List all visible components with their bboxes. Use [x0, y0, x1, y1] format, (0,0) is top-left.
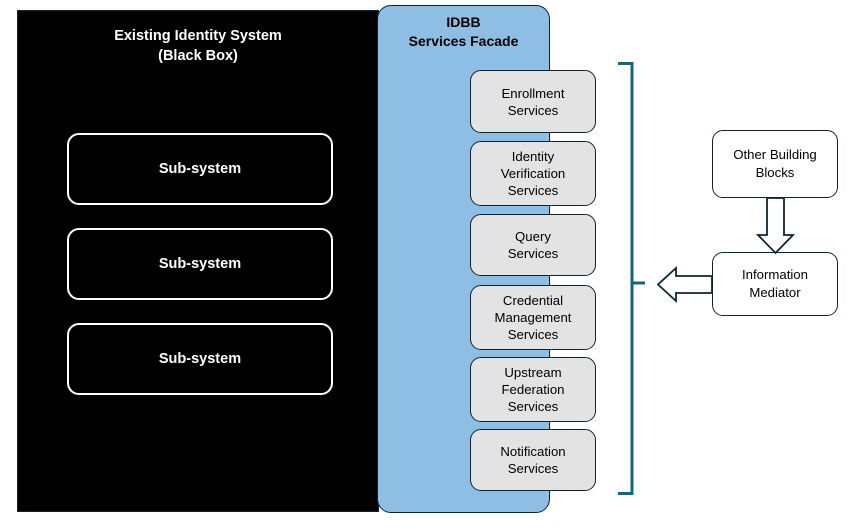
service-box-upstream-federation[interactable]: Upstream Federation Services [470, 357, 596, 422]
service-box-identity-verification[interactable]: Identity Verification Services [470, 141, 596, 206]
subsystem-box-2[interactable]: Sub-system [67, 228, 333, 300]
service-box-notification[interactable]: Notification Services [470, 429, 596, 491]
information-mediator-box[interactable]: Information Mediator [712, 252, 838, 316]
services-bracket-icon [618, 62, 645, 495]
service-box-credential-management[interactable]: Credential Management Services [470, 285, 596, 350]
service-box-query[interactable]: Query Services [470, 214, 596, 276]
existing-identity-system-title: Existing Identity System (Black Box) [114, 28, 282, 64]
subsystem-box-3[interactable]: Sub-system [67, 323, 333, 395]
idbb-services-facade-title: IDBB Services Facade [408, 14, 519, 49]
mediator-to-facade-arrow-icon [656, 265, 713, 304]
subsystem-box-1[interactable]: Sub-system [67, 133, 333, 205]
service-box-enrollment[interactable]: Enrollment Services [470, 70, 596, 133]
other-building-blocks-box[interactable]: Other Building Blocks [712, 130, 838, 198]
obb-to-mediator-arrow-icon [755, 197, 796, 255]
